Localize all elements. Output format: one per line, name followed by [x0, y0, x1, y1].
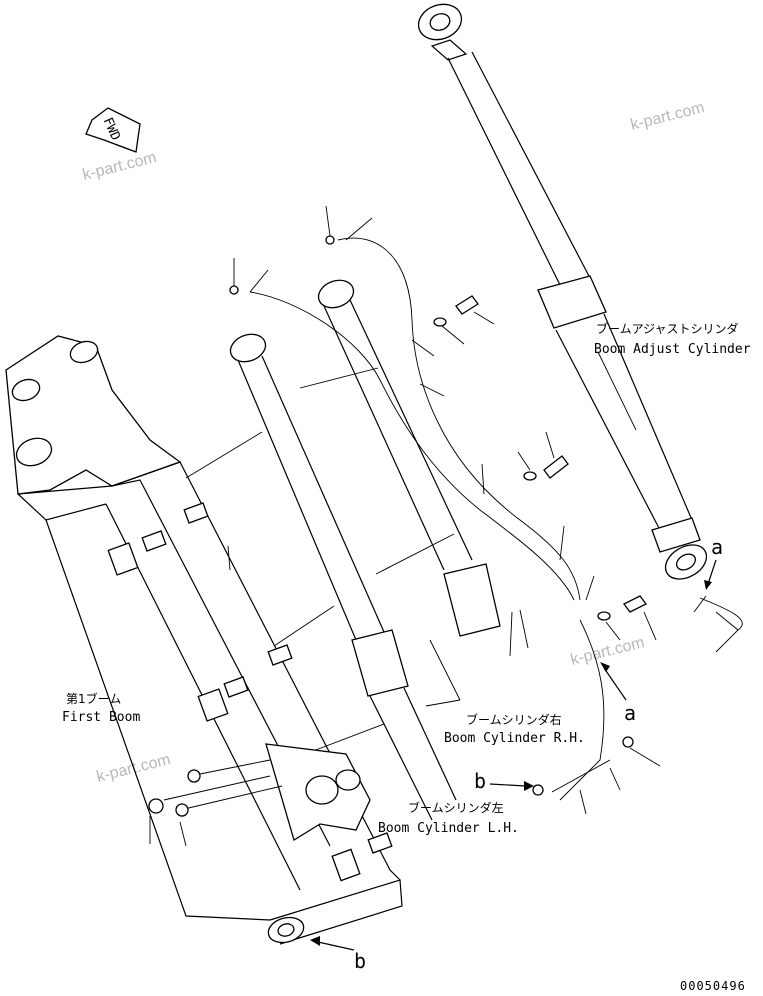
boom-adjust-cylinder [417, 3, 708, 580]
leader-boom-adjust [597, 351, 637, 431]
hose-down [559, 619, 605, 801]
ref-arrow-b-bottom [317, 941, 355, 951]
fitting-bolts [229, 235, 647, 796]
watermark-top-right: k-part.com [629, 99, 706, 134]
watermark-mid-right: k-part.com [569, 634, 646, 669]
boom-cylinder-lh-en-label: Boom Cylinder L.H. [378, 821, 519, 836]
boom-adjust-cylinder-en-label: Boom Adjust Cylinder [594, 342, 751, 357]
fwd-arrow-icon: FWD [85, 107, 141, 153]
ref-letter-b-mid: b [474, 769, 486, 793]
first-boom-jp-label: 第1ブーム [66, 691, 121, 706]
ref-letter-b-bottom: b [354, 949, 366, 973]
ref-letter-a-mid: a [624, 701, 636, 725]
ref-arrow-a-top [707, 559, 717, 585]
drawing-code: 00050496 [680, 979, 746, 993]
ref-arrow-b-mid [489, 783, 527, 787]
boom-cylinder-lh-jp-label: ブームシリンダ左 [408, 800, 504, 815]
callout-leaders [149, 205, 739, 847]
boom-cylinder-lh [229, 333, 457, 821]
first-boom-en-label: First Boom [62, 710, 140, 725]
first-boom [5, 335, 403, 945]
boom-adjust-cylinder-jp-label: ブームアジャストシリンダ [596, 321, 739, 336]
hose-rh [337, 237, 581, 601]
boom-cylinder-rh-en-label: Boom Cylinder R.H. [444, 731, 585, 746]
hose-lh [249, 291, 575, 601]
ref-arrow-a-mid [603, 667, 627, 701]
ref-letter-a-top: a [711, 535, 723, 559]
boom-cylinder-rh [317, 279, 501, 637]
boom-cylinder-rh-jp-label: ブームシリンダ右 [466, 712, 562, 727]
watermark-top-left: k-part.com [81, 149, 158, 184]
hose-to-a [699, 597, 743, 631]
hose-to-b [551, 759, 611, 793]
